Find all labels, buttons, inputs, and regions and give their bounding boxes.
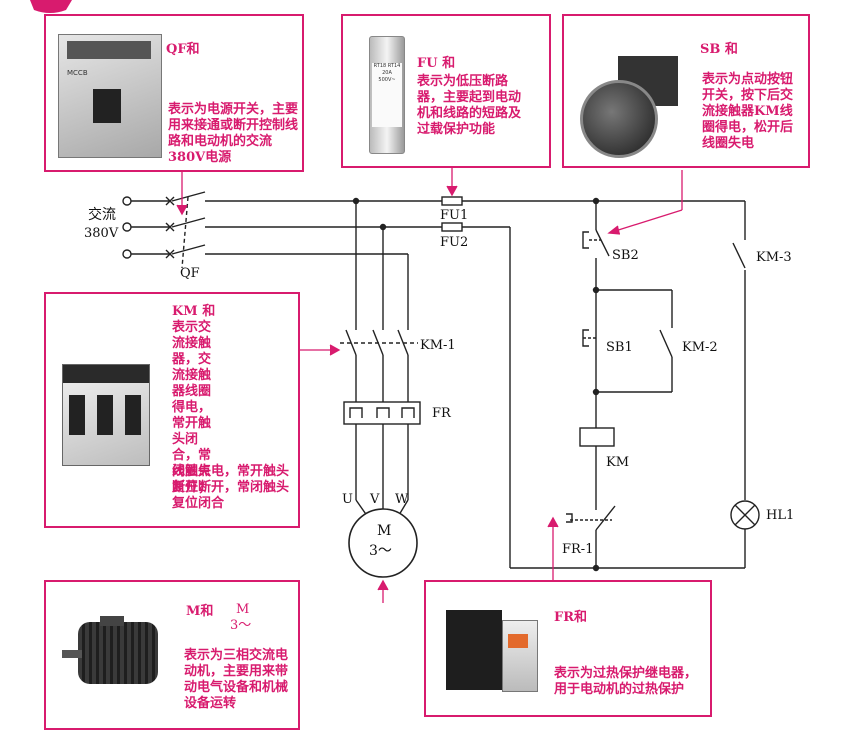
m-symbol-phase: 3～ <box>230 618 252 633</box>
power-wires <box>122 191 745 521</box>
fu1-label: FU1 <box>440 208 469 223</box>
u-label: U <box>342 492 353 507</box>
qf-title: QF和 <box>166 42 200 57</box>
km-text-narrow: 表示交流接触器，交流接触器线圈得电，常开触头闭合，常闭触点断开； <box>172 320 212 495</box>
fuse-label-3: 500V~ <box>378 77 396 83</box>
sb-callout: SB 和 表示为点动按钮开关，按下后交流接触器KM线圈得电，松开后线圈失电 <box>562 14 810 168</box>
km1-label: KM-1 <box>420 338 456 353</box>
qf-callout: MCCB QF和 表示为电源开关，主要用来接通或断开控制线路和电动机的交流380… <box>44 14 304 172</box>
m-symbol-m: M <box>236 602 250 617</box>
breaker-photo: MCCB <box>58 34 162 158</box>
fu-text: 表示为低压断路器，主要起到电动机和线路的短路及过载保护功能 <box>417 74 522 137</box>
sb1-label: SB1 <box>606 340 633 355</box>
sb-text: 表示为点动按钮开关，按下后交流接触器KM线圈得电，松开后线圈失电 <box>702 72 794 151</box>
km3-label: KM-3 <box>756 250 792 265</box>
fr1-label: FR-1 <box>562 542 594 557</box>
motor-phase-label: 3～ <box>369 543 392 559</box>
km-text-wide: 线圈失电，常开触头复位断开，常闭触头复位闭合 <box>172 464 290 511</box>
km2-label: KM-2 <box>682 340 718 355</box>
pointer-lines <box>176 168 683 603</box>
m-title: M和 <box>186 604 214 619</box>
sb2-label: SB2 <box>612 248 639 263</box>
motor-photo <box>56 616 172 696</box>
fu2-label: FU2 <box>440 235 469 250</box>
fu-title: FU 和 <box>417 56 456 71</box>
fr-text: 表示为过热保护继电器，用于电动机的过热保护 <box>554 666 698 697</box>
fr-title: FR和 <box>554 610 588 625</box>
w-label: W <box>395 492 409 507</box>
fuse-label-1: RT18 RT14 <box>373 63 401 69</box>
fr-callout: FR和 表示为过热保护继电器，用于电动机的过热保护 <box>424 580 712 717</box>
breaker-label: MCCB <box>67 69 88 77</box>
km-callout: KM 和 表示交流接触器，交流接触器线圈得电，常开触头闭合，常闭触点断开； 线圈… <box>44 292 300 528</box>
fr-label: FR <box>432 406 451 421</box>
fr-heater <box>343 401 421 425</box>
voltage-label: 380V <box>84 226 119 241</box>
qf-label: QF <box>180 266 200 281</box>
fu-callout: RT18 RT14 20A 500V~ FU 和 表示为低压断路器，主要起到电动… <box>341 14 551 168</box>
motor-m-label: M <box>377 523 392 539</box>
fuse-label-2: 20A <box>382 70 392 76</box>
hl1-label: HL1 <box>766 508 795 523</box>
sb-title: SB 和 <box>700 42 738 57</box>
corner-decoration <box>30 0 72 13</box>
m-text: 表示为三相交流电动机，主要用来带动电气设备和机械设备运转 <box>184 648 289 711</box>
relay-photo <box>446 600 542 696</box>
m-callout: M和 M 3～ 表示为三相交流电动机，主要用来带动电气设备和机械设备运转 <box>44 580 300 730</box>
ac-label: 交流 <box>88 207 116 223</box>
button-photo <box>578 56 678 158</box>
control-wires <box>441 196 760 572</box>
contactor-photo <box>62 364 150 466</box>
km-title: KM 和 <box>172 304 216 319</box>
qf-text: 表示为电源开关，主要用来接通或断开控制线路和电动机的交流380V电源 <box>168 102 299 165</box>
fuse-photo: RT18 RT14 20A 500V~ <box>369 36 405 154</box>
motor-symbol <box>348 508 418 578</box>
km-label: KM <box>606 455 630 470</box>
v-label: V <box>370 492 380 507</box>
